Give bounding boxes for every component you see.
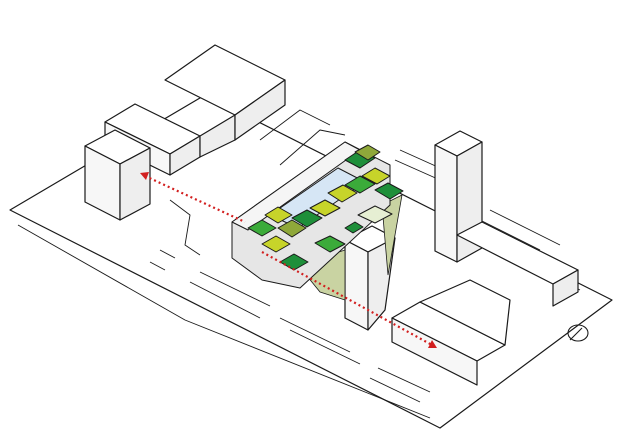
roof-tile <box>354 144 381 161</box>
building-lower-right <box>391 279 511 386</box>
roof-tile <box>361 167 391 185</box>
roof-tile <box>261 235 291 253</box>
pedestrian-route <box>144 175 433 346</box>
roof-tile <box>264 206 293 224</box>
roof-tile <box>327 184 358 203</box>
arrow-head-left <box>140 172 149 180</box>
roof-tile <box>344 175 376 194</box>
roof-tile <box>277 219 307 238</box>
roof-terrace <box>357 205 393 224</box>
building-left-tower <box>84 129 151 221</box>
building-green-roofs <box>231 141 404 289</box>
roof-tile <box>309 199 341 217</box>
roof-tile <box>314 235 346 253</box>
north-arrow-icon <box>567 324 589 342</box>
roof-tile <box>374 182 404 200</box>
arrow-head-right <box>428 340 437 348</box>
roof-tile <box>291 209 323 228</box>
building-central-slab <box>344 225 396 331</box>
roof-tile <box>247 219 277 237</box>
building-right-tower <box>434 130 579 307</box>
roof-tile <box>344 221 364 234</box>
